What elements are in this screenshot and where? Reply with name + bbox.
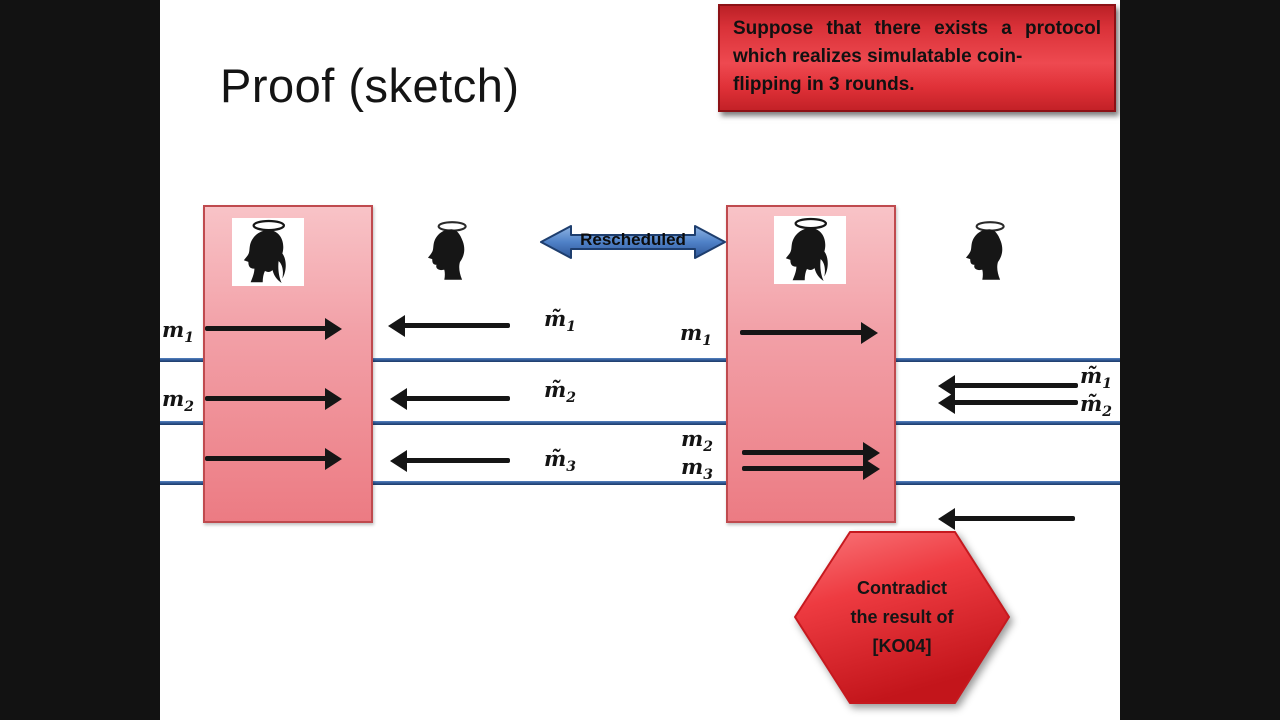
- bob-icon: [956, 216, 1020, 288]
- callout-line-2: which realizes simulatable coin-: [733, 46, 1023, 67]
- arrow-right-m1-right: [740, 322, 878, 344]
- bob-icon: [418, 216, 482, 288]
- arrow-left-m3-right: [205, 448, 342, 470]
- hexagon-shape: [794, 531, 1010, 704]
- callout-line-1: Suppose that there exists a protocol: [733, 18, 1101, 39]
- arrow-left-m2-right: [205, 388, 342, 410]
- contradiction-hexagon: Contradict the result of [KO04]: [793, 529, 1011, 706]
- label-left-mt1: m̃1: [544, 306, 576, 336]
- arrow-left-mt3-left: [390, 450, 510, 472]
- label-right-m3: m3: [681, 454, 713, 484]
- letterbox-right: [1120, 0, 1280, 720]
- label-right-mt1: m̃1: [1080, 363, 1112, 393]
- letterbox-left: [0, 0, 160, 720]
- hexagon-line-1: Contradict: [857, 578, 947, 598]
- round-divider-2: [160, 421, 1120, 425]
- assumption-callout: Suppose that there exists a protocol whi…: [718, 4, 1116, 112]
- arrow-left-mt2-left: [390, 388, 510, 410]
- rescheduled-arrow: Rescheduled: [538, 222, 728, 262]
- label-left-mt2: m̃2: [544, 377, 576, 407]
- alice-icon: [232, 218, 304, 286]
- label-left-mt3: m̃3: [544, 446, 576, 476]
- round-divider-1: [160, 358, 1120, 362]
- hexagon-line-3: [KO04]: [872, 636, 932, 656]
- arrow-right-mt1-left: [938, 375, 1078, 397]
- label-right-m1: m1: [680, 320, 712, 350]
- rescheduled-label: Rescheduled: [580, 230, 686, 249]
- alice-icon: [774, 216, 846, 284]
- label-right-mt2: m̃2: [1080, 391, 1112, 421]
- slide: Proof (sketch) Suppose that there exists…: [160, 0, 1120, 720]
- arrow-left-mt1-left: [388, 315, 510, 337]
- hexagon-line-2: the result of: [850, 607, 954, 627]
- double-arrow-icon: [540, 225, 726, 259]
- arrow-right-final-left: [938, 508, 1075, 530]
- hexagon-text: Contradict the result of [KO04]: [793, 529, 1011, 706]
- slide-title: Proof (sketch): [220, 59, 520, 112]
- label-left-m2: m2: [162, 386, 194, 416]
- label-left-m1: m1: [162, 317, 194, 347]
- arrow-left-m1-right: [205, 318, 342, 340]
- arrow-right-m3-right: [742, 458, 880, 480]
- label-right-m2: m2: [681, 426, 713, 456]
- callout-line-3: flipping in 3 rounds.: [733, 74, 915, 95]
- arrow-right-mt2-left: [938, 392, 1078, 414]
- round-divider-3: [160, 481, 1120, 485]
